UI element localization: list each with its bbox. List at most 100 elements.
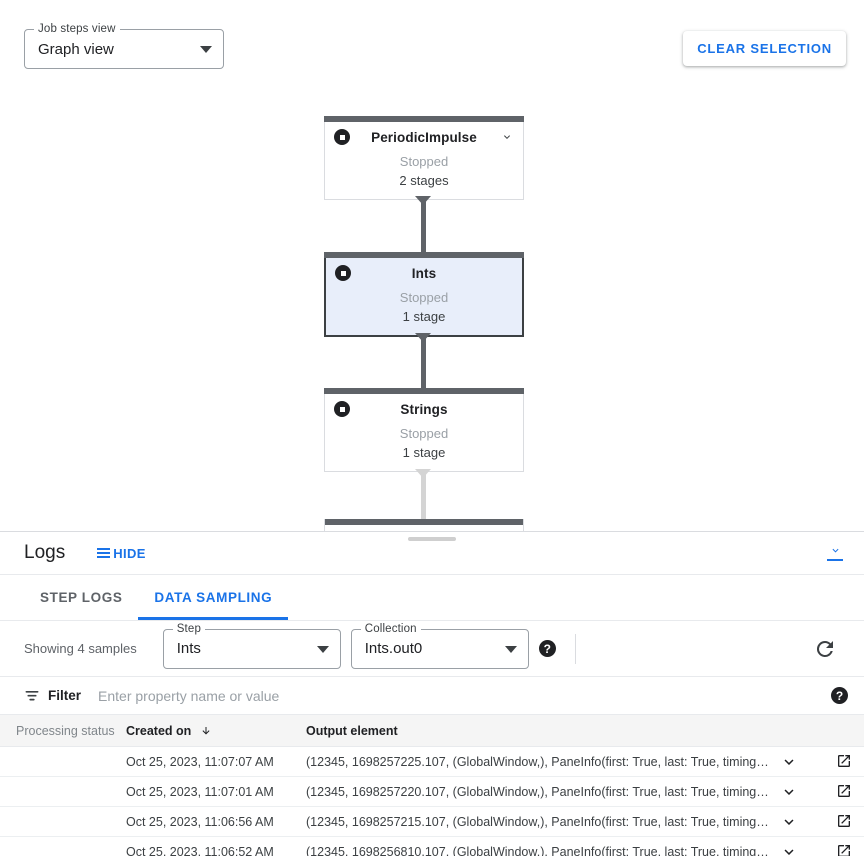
chevron-down-icon[interactable] [504, 645, 517, 653]
graph-edge-arrow-1 [415, 196, 431, 205]
row-actions [780, 813, 854, 831]
job-steps-view-field[interactable]: Job steps view Graph view [24, 22, 224, 69]
list-lines-icon [97, 548, 111, 558]
open-in-new-icon[interactable] [836, 753, 854, 771]
graph-edge-arrow-2 [415, 333, 431, 342]
panel-bottom-line-icon [827, 558, 843, 562]
node-stages-text: 1 stage [402, 445, 446, 460]
column-header-created-on-label: Created on [126, 723, 192, 738]
cell-output-element: (12345, 1698257220.107, (GlobalWindow,),… [306, 784, 769, 799]
panel-resize-handle[interactable] [408, 537, 456, 541]
node-status-bar [324, 388, 524, 394]
collection-field[interactable]: Collection Ints.out0 [350, 621, 529, 669]
table-row[interactable]: Oct 25, 2023, 11:07:07 AM (12345, 169825… [0, 747, 864, 777]
open-in-new-icon[interactable] [836, 783, 854, 801]
column-header-output-element[interactable]: Output element [306, 723, 398, 738]
expand-row-chevron-down-icon[interactable] [780, 783, 798, 801]
row-actions [780, 783, 854, 801]
table-row[interactable]: Oct 25, 2023, 11:06:52 AM (12345, 169825… [0, 837, 864, 856]
job-steps-view-value: Graph view [38, 40, 114, 58]
graph-node-ints[interactable]: Ints Stopped 1 stage [324, 252, 524, 337]
sampling-controls-row: Showing 4 samples Step Ints Collection I… [0, 621, 864, 677]
node-stages-text: 1 stage [402, 309, 446, 324]
expand-row-chevron-down-icon[interactable] [780, 843, 798, 856]
filter-input[interactable] [96, 686, 831, 705]
cell-created-on: Oct 25, 2023, 11:06:52 AM [126, 844, 274, 856]
job-steps-view-select[interactable]: Job steps view Graph view [24, 22, 224, 69]
graph-node-strings[interactable]: Strings Stopped 1 stage [324, 388, 524, 472]
column-header-created-on[interactable]: Created on [126, 724, 306, 738]
collection-help-icon[interactable]: ? [538, 640, 556, 657]
logs-header: Logs HIDE [0, 532, 864, 575]
cell-processing-status [16, 755, 126, 769]
step-label: Step [172, 621, 205, 636]
cell-processing-status [16, 785, 126, 799]
logs-tabs: STEP LOGS DATA SAMPLING [0, 575, 864, 621]
node-status-bar [324, 116, 524, 122]
tab-data-sampling[interactable]: DATA SAMPLING [138, 575, 289, 620]
node-status-bar [325, 519, 523, 525]
chevron-down-icon[interactable] [501, 131, 513, 143]
node-header: Strings [325, 394, 523, 424]
step-select[interactable]: Step Ints [162, 621, 341, 669]
expand-row-chevron-down-icon[interactable] [780, 813, 798, 831]
filter-icon [24, 689, 40, 702]
graph-edge-2 [421, 334, 426, 389]
collapse-panel-button[interactable] [824, 542, 846, 564]
cell-created-on: Oct 25, 2023, 11:07:07 AM [126, 754, 274, 769]
cell-created-on: Oct 25, 2023, 11:07:01 AM [126, 784, 274, 799]
cell-output-element: (12345, 1698257215.107, (GlobalWindow,),… [306, 814, 769, 829]
filter-row: Filter ? [0, 677, 864, 715]
node-status-bar [324, 252, 524, 258]
showing-samples-label: Showing 4 samples [24, 641, 137, 656]
refresh-icon[interactable] [813, 637, 837, 661]
graph-edge-1 [421, 197, 426, 252]
controls-divider [574, 633, 576, 664]
table-header-row: Processing status Created on Output elem… [0, 715, 864, 747]
sort-descending-arrow-icon [200, 724, 212, 738]
hide-logs-button[interactable]: HIDE [97, 546, 146, 561]
collection-select[interactable]: Collection Ints.out0 [350, 621, 529, 669]
hide-logs-label: HIDE [113, 545, 146, 561]
table-row[interactable]: Oct 25, 2023, 11:07:01 AM (12345, 169825… [0, 777, 864, 807]
graph-node-partial[interactable] [324, 519, 524, 531]
filter-help-icon[interactable]: ? [831, 687, 848, 704]
graph-node-periodicimpulse[interactable]: PeriodicImpulse Stopped 2 stages [324, 116, 524, 200]
chevron-down-icon[interactable] [316, 645, 329, 653]
open-in-new-icon[interactable] [836, 813, 854, 831]
node-header: PeriodicImpulse [325, 122, 523, 152]
graph-edge-arrow-3 [415, 469, 431, 478]
job-steps-view-label: Job steps view [34, 22, 120, 36]
node-status-text: Stopped [399, 154, 449, 169]
tab-step-logs[interactable]: STEP LOGS [40, 590, 123, 605]
row-actions [780, 753, 854, 771]
chevron-down-icon [832, 548, 838, 553]
open-in-new-icon[interactable] [836, 843, 854, 856]
collection-value: Ints.out0 [364, 640, 423, 657]
collection-label: Collection [360, 621, 421, 636]
graph-edge-3 [421, 470, 426, 520]
cell-processing-status [16, 815, 126, 829]
cell-output-element: (12345, 1698256810.107, (GlobalWindow,),… [306, 844, 769, 856]
node-stages-text: 2 stages [399, 173, 449, 188]
column-header-processing-status[interactable]: Processing status [16, 723, 115, 738]
step-value: Ints [176, 640, 201, 657]
cell-output-element: (12345, 1698257225.107, (GlobalWindow,),… [306, 754, 769, 769]
node-title: Ints [411, 265, 437, 281]
logs-title: Logs [24, 542, 66, 563]
expand-row-chevron-down-icon[interactable] [780, 753, 798, 771]
clear-selection-button[interactable]: CLEAR SELECTION [683, 31, 846, 66]
stop-icon [335, 265, 351, 281]
table-row[interactable]: Oct 25, 2023, 11:06:56 AM (12345, 169825… [0, 807, 864, 837]
filter-label: Filter [48, 688, 82, 703]
step-field[interactable]: Step Ints [162, 621, 341, 669]
stop-icon [334, 129, 350, 145]
node-title: Strings [400, 401, 448, 417]
node-status-text: Stopped [399, 290, 449, 305]
cell-created-on: Oct 25, 2023, 11:06:56 AM [126, 814, 274, 829]
stop-icon [334, 401, 350, 417]
node-status-text: Stopped [399, 426, 449, 441]
chevron-down-icon[interactable] [200, 46, 212, 53]
node-header: Ints [326, 258, 522, 288]
